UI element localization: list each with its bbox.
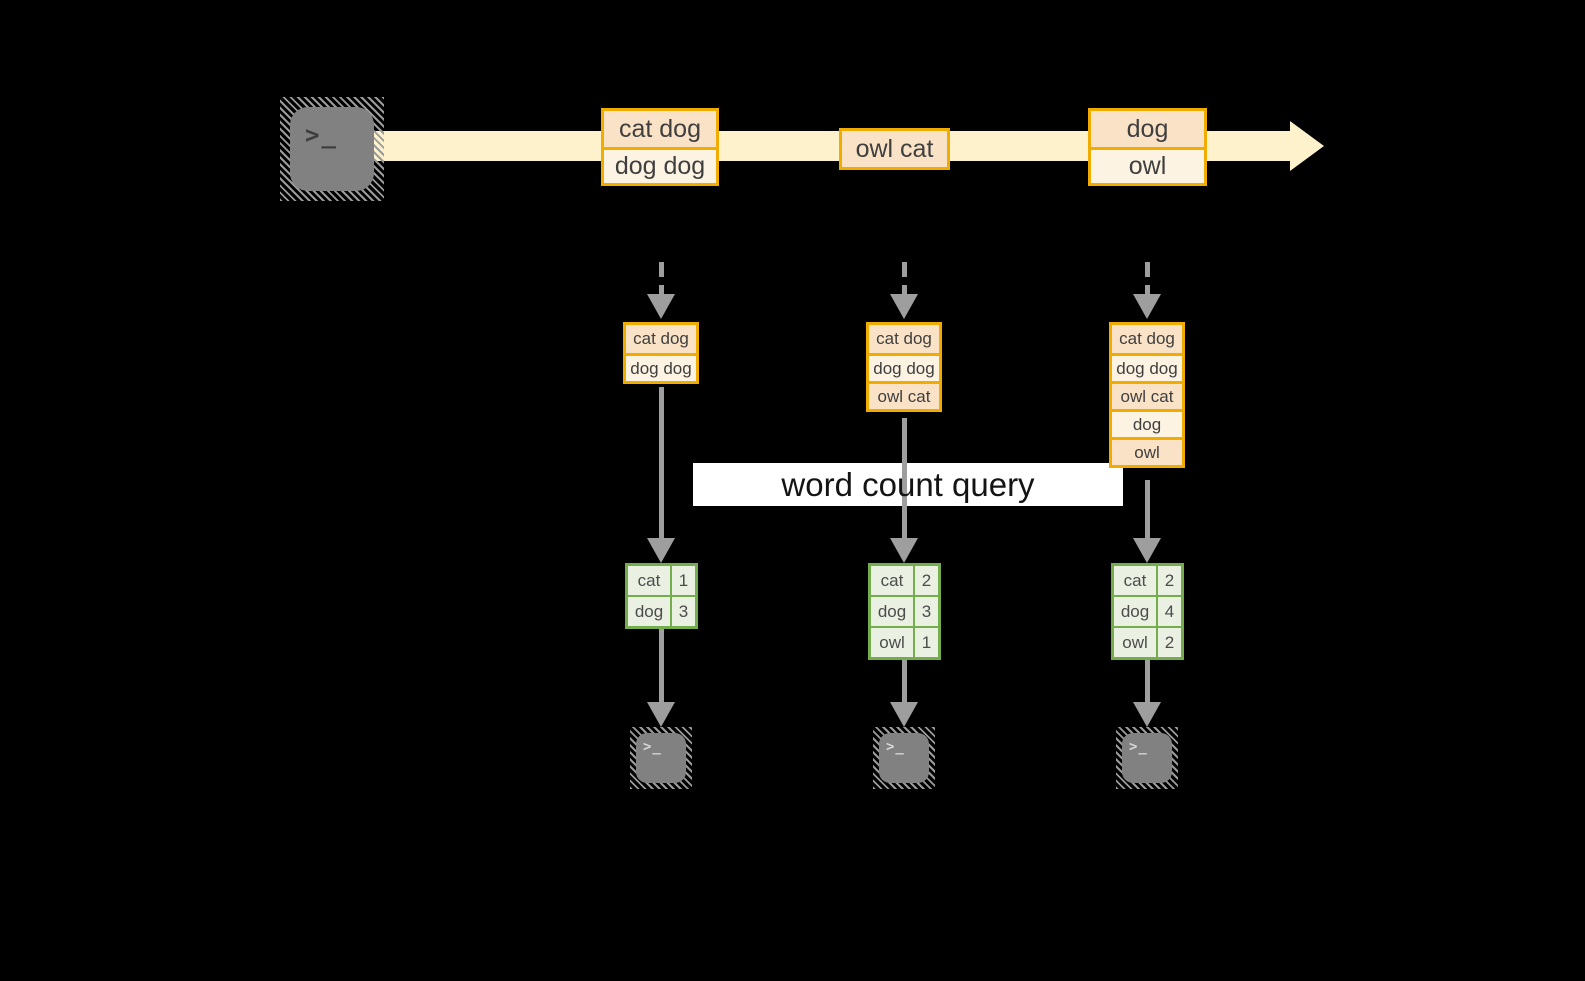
sink-terminal-icon-2: >_ [873,727,935,789]
source-terminal-icon: >_ [280,97,384,201]
state-box-2: cat dog dog dog owl cat [866,322,942,412]
table-row: cat 2 [1114,566,1181,595]
terminal-prompt-icon: >_ [886,739,905,755]
count-cell: 3 [913,597,938,626]
stream-batch-3: dog owl [1088,108,1207,186]
query-banner-label: word count query [781,465,1035,503]
arrowhead-icon [647,702,675,727]
stream-line-label: dog [1091,111,1204,147]
stream-line-label: dog dog [604,147,716,183]
state-row-label: owl cat [869,381,939,409]
terminal-body [290,107,374,191]
trigger-arrow-dashed-3 [1145,262,1150,296]
query-arrow-2 [902,418,907,538]
terminal-prompt-icon: >_ [305,121,338,149]
query-arrow-3 [1145,480,1150,538]
sink-terminal-icon-1: >_ [630,727,692,789]
word-cell: owl [871,628,913,657]
stream-line-label: owl [1091,147,1204,183]
word-cell: owl [1114,628,1156,657]
query-banner [693,463,1123,506]
table-row: dog 3 [628,595,695,626]
terminal-prompt-icon: >_ [643,739,662,755]
table-row: owl 1 [871,626,938,657]
state-row-label: dog dog [1112,353,1182,381]
arrowhead-icon [890,538,918,563]
table-row: cat 1 [628,566,695,595]
state-row-label: dog [1112,409,1182,437]
arrowhead-icon [1133,702,1161,727]
arrowhead-icon [647,294,675,319]
count-cell: 1 [913,628,938,657]
table-row: dog 4 [1114,595,1181,626]
terminal-body [1122,733,1172,783]
state-row-label: dog dog [626,353,696,381]
state-row-label: cat dog [869,325,939,353]
stream-line-label: owl cat [842,131,947,167]
word-cell: cat [871,566,913,595]
arrowhead-icon [647,538,675,563]
output-arrow-2 [902,660,907,702]
arrowhead-icon [1133,294,1161,319]
output-arrow-1 [659,629,664,702]
output-arrow-3 [1145,660,1150,702]
word-cell: cat [1114,566,1156,595]
arrowhead-icon [890,294,918,319]
count-cell: 3 [670,597,695,626]
trigger-arrow-dashed-1 [659,262,664,296]
stream-batch-1: cat dog dog dog [601,108,719,186]
result-table-2: cat 2 dog 3 owl 1 [868,563,941,660]
table-row: dog 3 [871,595,938,626]
query-arrow-1 [659,387,664,538]
arrowhead-icon [890,702,918,727]
count-cell: 2 [1156,628,1181,657]
state-row-label: dog dog [869,353,939,381]
state-box-1: cat dog dog dog [623,322,699,384]
state-row-label: owl cat [1112,381,1182,409]
count-cell: 1 [670,566,695,595]
word-cell: dog [1114,597,1156,626]
terminal-prompt-icon: >_ [1129,739,1148,755]
state-box-3: cat dog dog dog owl cat dog owl [1109,322,1185,468]
state-row-label: cat dog [626,325,696,353]
word-cell: dog [871,597,913,626]
sink-terminal-icon-3: >_ [1116,727,1178,789]
state-row-label: cat dog [1112,325,1182,353]
word-cell: dog [628,597,670,626]
input-stream-arrowhead-icon [1290,121,1324,171]
trigger-arrow-dashed-2 [902,262,907,296]
table-row: owl 2 [1114,626,1181,657]
stream-batch-2: owl cat [839,128,950,170]
stream-line-label: cat dog [604,111,716,147]
terminal-body [879,733,929,783]
count-cell: 4 [1156,597,1181,626]
count-cell: 2 [913,566,938,595]
terminal-body [636,733,686,783]
table-row: cat 2 [871,566,938,595]
result-table-1: cat 1 dog 3 [625,563,698,629]
state-row-label: owl [1112,437,1182,465]
result-table-3: cat 2 dog 4 owl 2 [1111,563,1184,660]
arrowhead-icon [1133,538,1161,563]
count-cell: 2 [1156,566,1181,595]
word-cell: cat [628,566,670,595]
